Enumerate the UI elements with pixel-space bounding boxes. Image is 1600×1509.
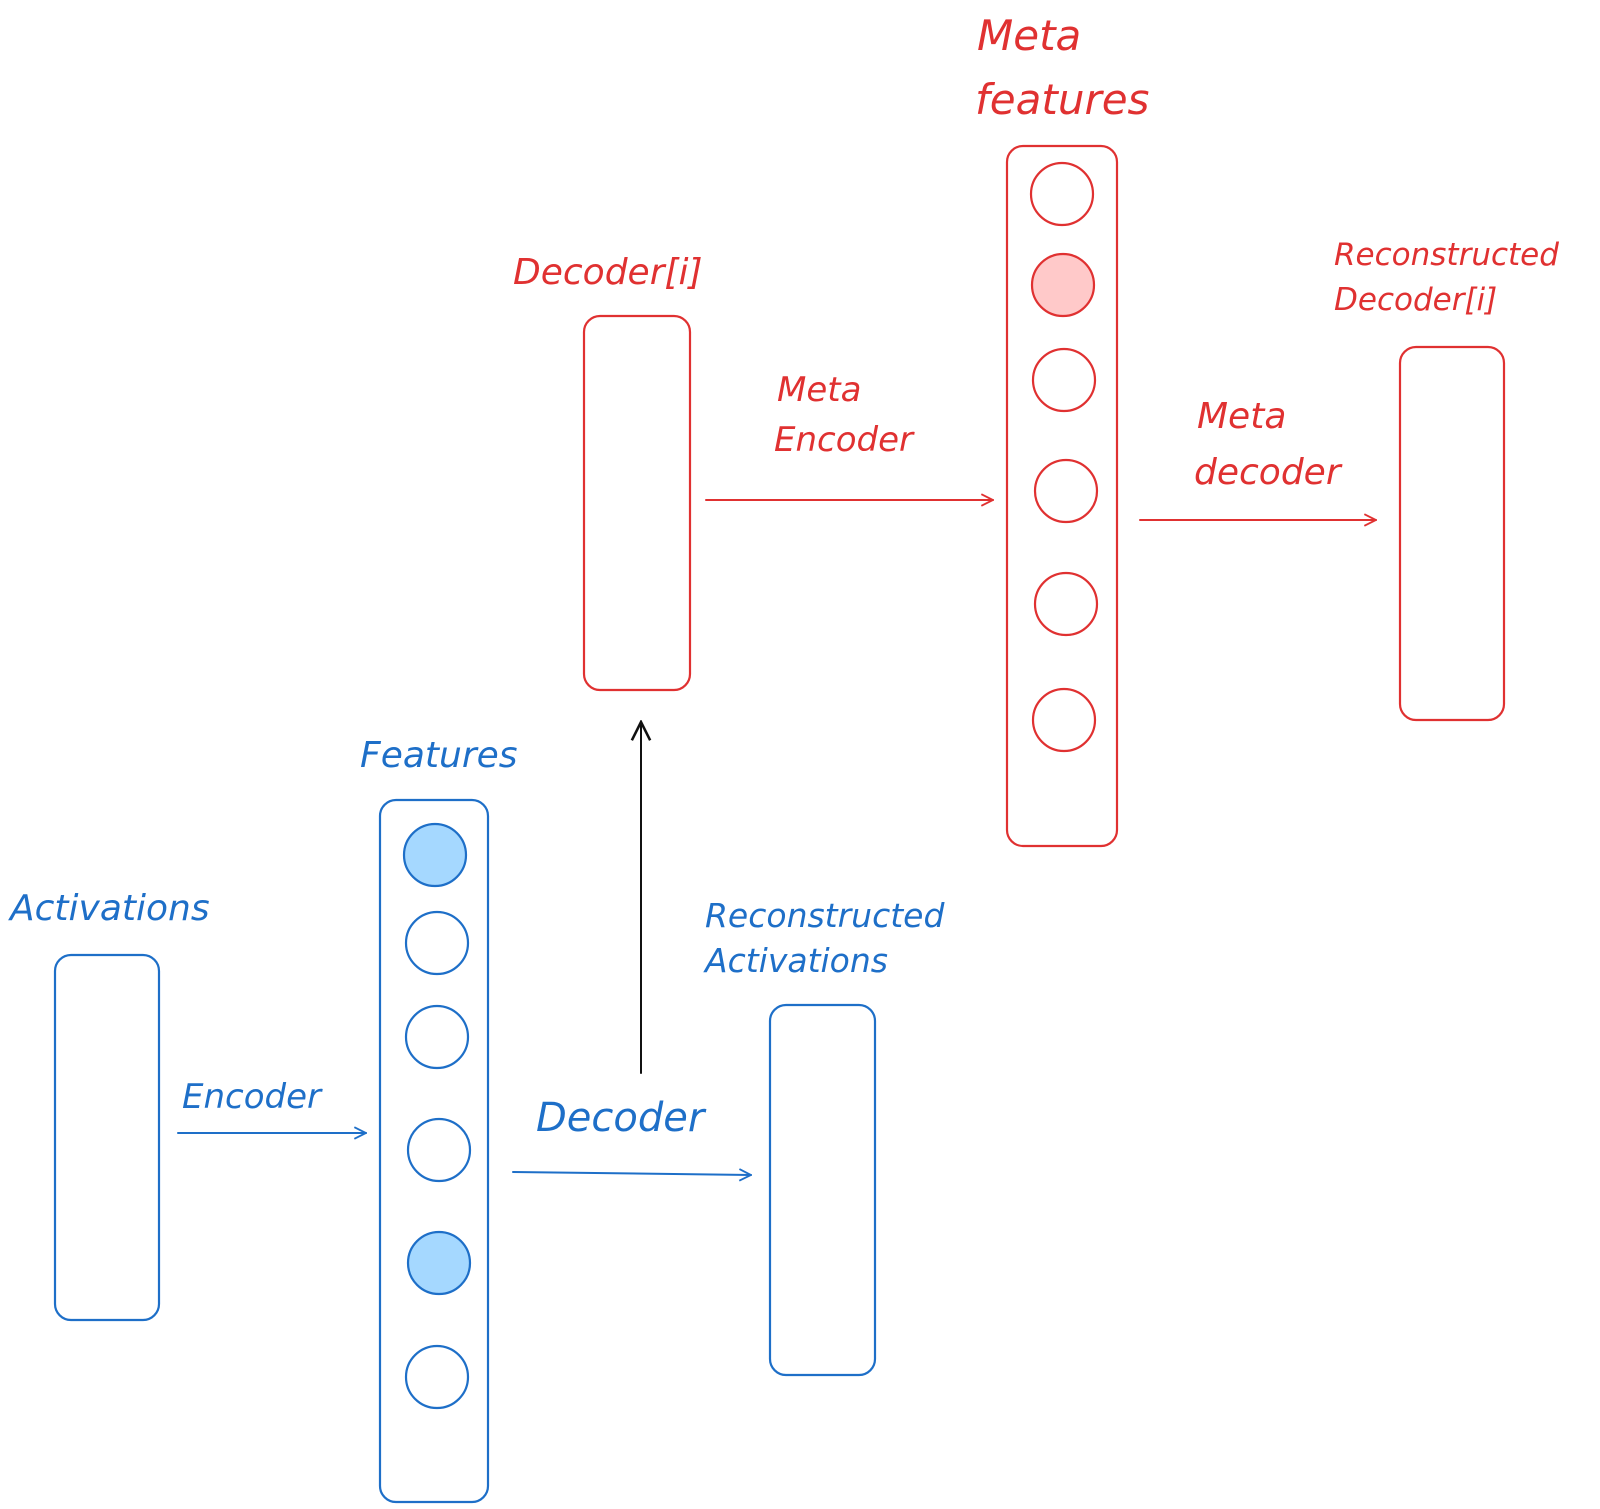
meta-feature-node xyxy=(1031,687,1097,753)
feature-node xyxy=(404,1344,470,1410)
meta-feature-node xyxy=(1033,458,1099,524)
reconstructed-activations-vector xyxy=(768,1003,877,1377)
meta-decoder-label-line2: decoder xyxy=(1194,452,1343,493)
meta-features-nodes xyxy=(1029,161,1099,753)
feature-node xyxy=(404,910,470,976)
decoder-i-vector xyxy=(582,314,692,692)
encoder-label: Encoder xyxy=(182,1077,323,1117)
reconstructed-decoder-i-label-line1: Reconstructed xyxy=(1334,237,1559,273)
feature-node-active xyxy=(406,1230,472,1296)
reconstructed-decoder-i-vector xyxy=(1398,345,1506,722)
reconstructed-activations-label-line1: Reconstructed xyxy=(705,896,945,935)
features-nodes xyxy=(402,822,472,1410)
decoder-label: Decoder xyxy=(536,1095,707,1141)
meta-features-label-line2: features xyxy=(975,75,1149,124)
reconstructed-activations-label-line2: Activations xyxy=(703,941,888,980)
activations-vector xyxy=(53,953,161,1322)
meta-encoder-label-line1: Meta xyxy=(777,370,861,410)
feature-node xyxy=(406,1117,472,1183)
features-vector xyxy=(378,798,490,1504)
meta-feature-node xyxy=(1033,571,1099,637)
activations-label: Activations xyxy=(8,888,210,929)
decoder-arrow xyxy=(512,1172,751,1175)
feature-node xyxy=(404,1004,470,1070)
meta-encoder-label-line2: Encoder xyxy=(774,420,915,460)
meta-features-vector xyxy=(1005,144,1119,848)
meta-feature-node xyxy=(1031,347,1097,413)
meta-features-label-line1: Meta xyxy=(977,11,1081,60)
meta-feature-node xyxy=(1029,161,1095,227)
feature-node-active xyxy=(402,822,468,888)
decoder-i-label: Decoder[i] xyxy=(513,252,703,293)
reconstructed-decoder-i-label-line2: Decoder[i] xyxy=(1334,282,1497,318)
features-label: Features xyxy=(360,735,518,776)
meta-feature-node-active xyxy=(1030,252,1096,318)
meta-decoder-label-line1: Meta xyxy=(1197,396,1286,437)
